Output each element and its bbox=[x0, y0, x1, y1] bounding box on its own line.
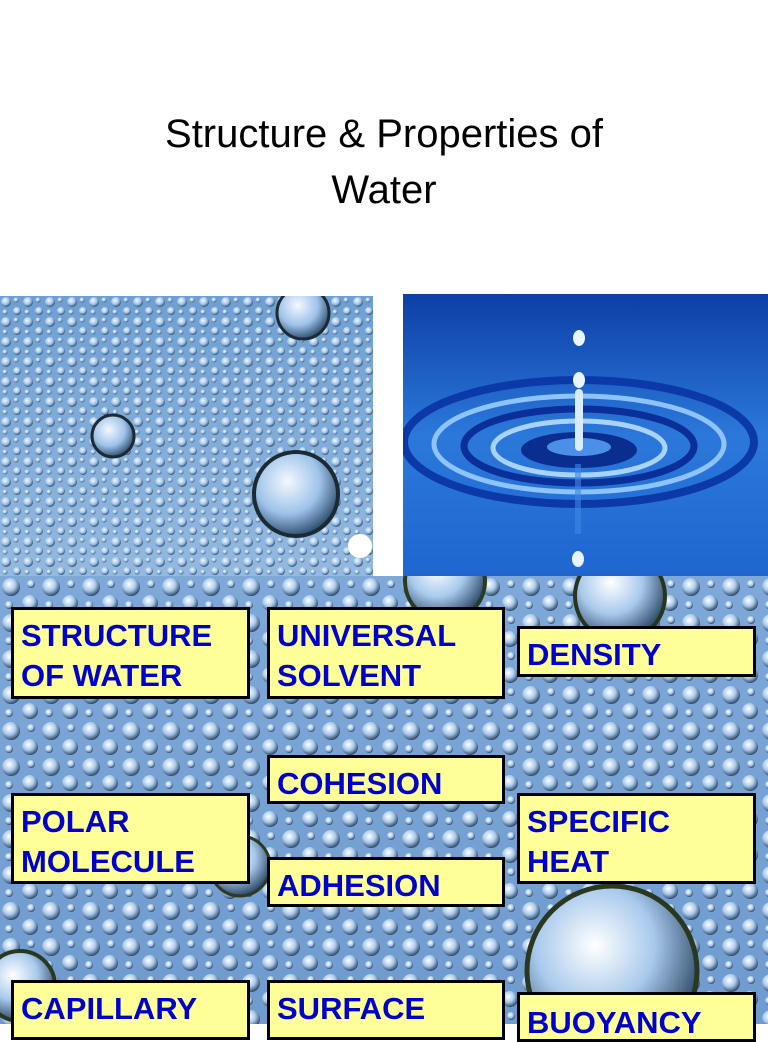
label-surface: SURFACE bbox=[267, 980, 505, 1040]
slide-title: Structure & Properties of Water bbox=[0, 106, 768, 218]
label-capillary: CAPILLARY bbox=[11, 980, 250, 1040]
label-polar-line-1: POLAR bbox=[21, 804, 130, 839]
label-structure-line-2: OF WATER bbox=[21, 658, 183, 693]
water-droplets-photo bbox=[0, 296, 373, 576]
label-adhesion: ADHESION bbox=[267, 857, 505, 907]
label-polar-molecule: POLAR MOLECULE bbox=[11, 793, 250, 884]
label-universal-solvent: UNIVERSAL SOLVENT bbox=[267, 607, 505, 699]
label-cohesion: COHESION bbox=[267, 755, 505, 804]
label-specific-heat: SPECIFIC HEAT bbox=[517, 793, 756, 884]
label-adhesion-text: ADHESION bbox=[277, 868, 441, 903]
label-capillary-text: CAPILLARY bbox=[21, 991, 198, 1026]
label-buoyancy-text: BUOYANCY bbox=[527, 1005, 702, 1040]
water-ripple-drop-photo bbox=[403, 294, 768, 576]
label-specific-heat-line-2: HEAT bbox=[527, 844, 610, 879]
label-polar-line-2: MOLECULE bbox=[21, 844, 195, 879]
label-buoyancy: BUOYANCY bbox=[517, 992, 756, 1042]
slide-title-line-2: Water bbox=[331, 168, 437, 212]
slide-title-line-1: Structure & Properties of bbox=[165, 112, 603, 156]
label-structure-of-water: STRUCTURE OF WATER bbox=[11, 607, 250, 699]
water-droplets-photo-graphic bbox=[0, 296, 373, 576]
label-density: DENSITY bbox=[517, 626, 756, 677]
label-solvent-line-2: SOLVENT bbox=[277, 658, 422, 693]
label-density-text: DENSITY bbox=[527, 637, 662, 672]
label-structure-line-1: STRUCTURE bbox=[21, 618, 213, 653]
label-cohesion-text: COHESION bbox=[277, 766, 443, 801]
label-solvent-line-1: UNIVERSAL bbox=[277, 618, 457, 653]
water-ripple-drop-photo-graphic bbox=[403, 294, 768, 576]
label-surface-text: SURFACE bbox=[277, 991, 426, 1026]
label-specific-heat-line-1: SPECIFIC bbox=[527, 804, 670, 839]
